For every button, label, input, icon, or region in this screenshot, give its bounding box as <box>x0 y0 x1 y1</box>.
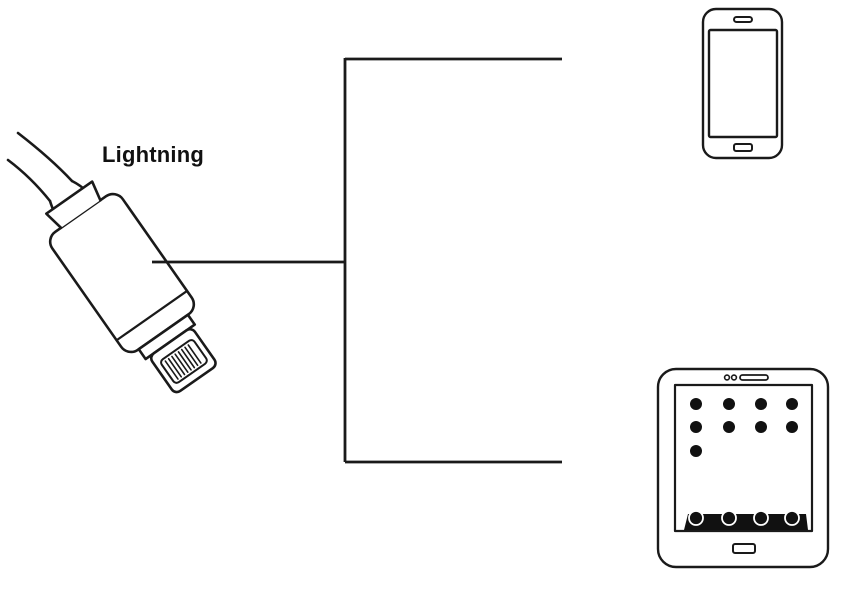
tablet-icon <box>656 367 830 569</box>
connector-label: Lightning <box>102 142 204 167</box>
smartphone-icon <box>701 7 784 160</box>
connection-bracket <box>152 57 562 464</box>
lightning-connector-icon <box>6 131 217 394</box>
